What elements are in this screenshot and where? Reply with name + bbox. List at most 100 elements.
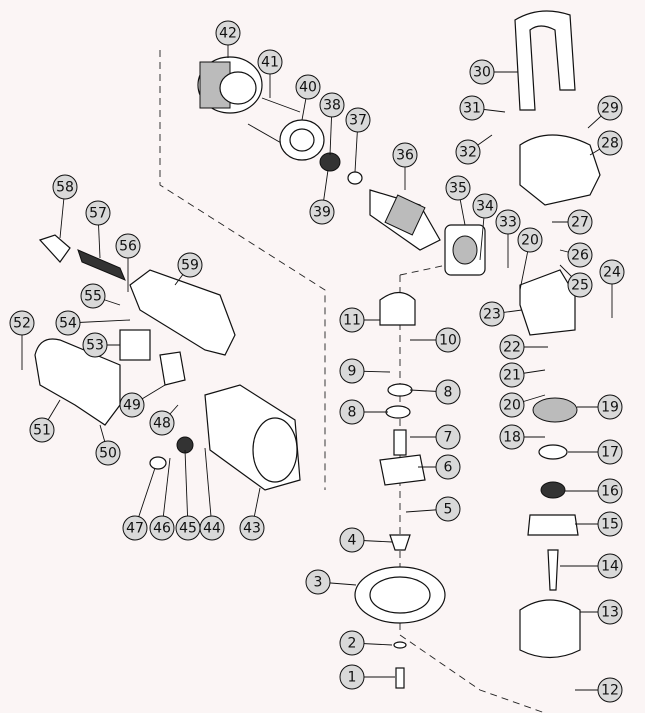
callout-bubble: [597, 677, 623, 703]
callout-number: 15: [601, 517, 619, 533]
callout-number: 23: [483, 307, 501, 323]
leader-line: [204, 447, 213, 529]
callout-number: 38: [323, 98, 341, 114]
callout-number: 11: [343, 313, 361, 329]
callout-26: 26: [559, 242, 593, 268]
callout-number: 12: [601, 683, 619, 699]
callout-number: 36: [396, 148, 414, 164]
part-13-gear-case: [519, 599, 581, 659]
callout-number: 14: [601, 559, 619, 575]
callout-number: 54: [59, 316, 77, 332]
part-15-bearing-seat: [527, 514, 579, 536]
callout-bubble: [597, 599, 623, 625]
callout-number: 42: [219, 26, 237, 42]
callout-20: 20: [517, 227, 543, 291]
part-49-switch-lever: [159, 351, 186, 386]
callout-bubble: [122, 515, 148, 541]
callout-bubble: [435, 496, 461, 522]
part-2-washer: [393, 641, 407, 649]
callout-number: 57: [89, 206, 107, 222]
callout-56: 56: [115, 233, 141, 292]
part-1-screw: [395, 667, 405, 689]
part-47-cap: [149, 456, 167, 470]
callout-bubble: [597, 130, 623, 156]
callout-bubble: [597, 553, 623, 579]
callout-30: 30: [469, 59, 518, 85]
callout-number: 17: [601, 445, 619, 461]
callout-number: 31: [463, 101, 481, 117]
callout-49: 49: [119, 384, 166, 418]
callout-bubble: [80, 283, 106, 309]
callout-8: 8: [339, 399, 388, 425]
callout-1: 1: [339, 664, 395, 690]
callout-number: 25: [571, 278, 589, 294]
callout-bubble: [85, 200, 111, 226]
callout-bubble: [455, 139, 481, 165]
callout-48: 48: [149, 404, 179, 436]
callout-number: 47: [126, 521, 144, 537]
callout-bubble: [339, 664, 365, 690]
callout-number: 3: [314, 575, 323, 591]
callout-bubble: [597, 394, 623, 420]
callout-number: 16: [601, 484, 619, 500]
callout-number: 50: [99, 446, 117, 462]
callout-number: 22: [503, 340, 521, 356]
callout-bubble: [495, 209, 521, 235]
callout-bubble: [517, 227, 543, 253]
callout-20: 20: [499, 392, 546, 418]
callout-bubble: [305, 569, 331, 595]
callout-bubble: [567, 272, 593, 298]
callout-bubble: [257, 49, 283, 75]
callout-number: 19: [601, 400, 619, 416]
callout-bubble: [445, 175, 471, 201]
callout-bubble: [459, 95, 485, 121]
callout-number: 5: [444, 502, 453, 518]
callout-number: 53: [86, 338, 104, 354]
callout-6: 6: [418, 454, 461, 480]
callout-bubble: [95, 440, 121, 466]
callout-bubble: [469, 59, 495, 85]
callout-number: 56: [119, 239, 137, 255]
callout-bubble: [29, 417, 55, 443]
callout-bubble: [149, 410, 175, 436]
callout-bubble: [499, 334, 525, 360]
callout-number: 10: [439, 333, 457, 349]
callout-41: 41: [257, 49, 283, 98]
callout-bubble: [567, 209, 593, 235]
callout-22: 22: [499, 334, 548, 360]
callout-number: 35: [449, 181, 467, 197]
callout-number: 20: [521, 233, 539, 249]
callout-31: 31: [459, 95, 506, 121]
callout-5: 5: [405, 496, 461, 522]
callout-28: 28: [589, 130, 623, 156]
callout-50: 50: [95, 424, 121, 466]
callout-bubble: [339, 527, 365, 553]
callout-number: 13: [601, 605, 619, 621]
callout-number: 43: [243, 521, 261, 537]
callout-55: 55: [80, 283, 121, 309]
callout-bubble: [435, 327, 461, 353]
callout-36: 36: [392, 142, 418, 190]
callout-21: 21: [499, 362, 546, 388]
callout-11: 11: [339, 307, 380, 333]
callout-bubble: [435, 454, 461, 480]
callout-number: 30: [473, 65, 491, 81]
callout-bubble: [119, 392, 145, 418]
callout-bubble: [499, 392, 525, 418]
callout-number: 24: [603, 265, 621, 281]
callout-7: 7: [410, 424, 461, 450]
callout-13: 13: [580, 599, 623, 625]
part-58-plug: [38, 234, 71, 263]
callout-bubble: [215, 20, 241, 46]
callout-24: 24: [599, 259, 625, 318]
callout-18: 18: [499, 424, 545, 450]
callout-number: 29: [601, 101, 619, 117]
part-7-shaft: [393, 429, 407, 456]
callout-44: 44: [199, 447, 225, 541]
part-42-housing: [197, 56, 263, 114]
callout-bubble: [435, 424, 461, 450]
callout-number: 4: [348, 533, 357, 549]
callout-42: 42: [215, 20, 241, 58]
callout-51: 51: [29, 399, 61, 443]
